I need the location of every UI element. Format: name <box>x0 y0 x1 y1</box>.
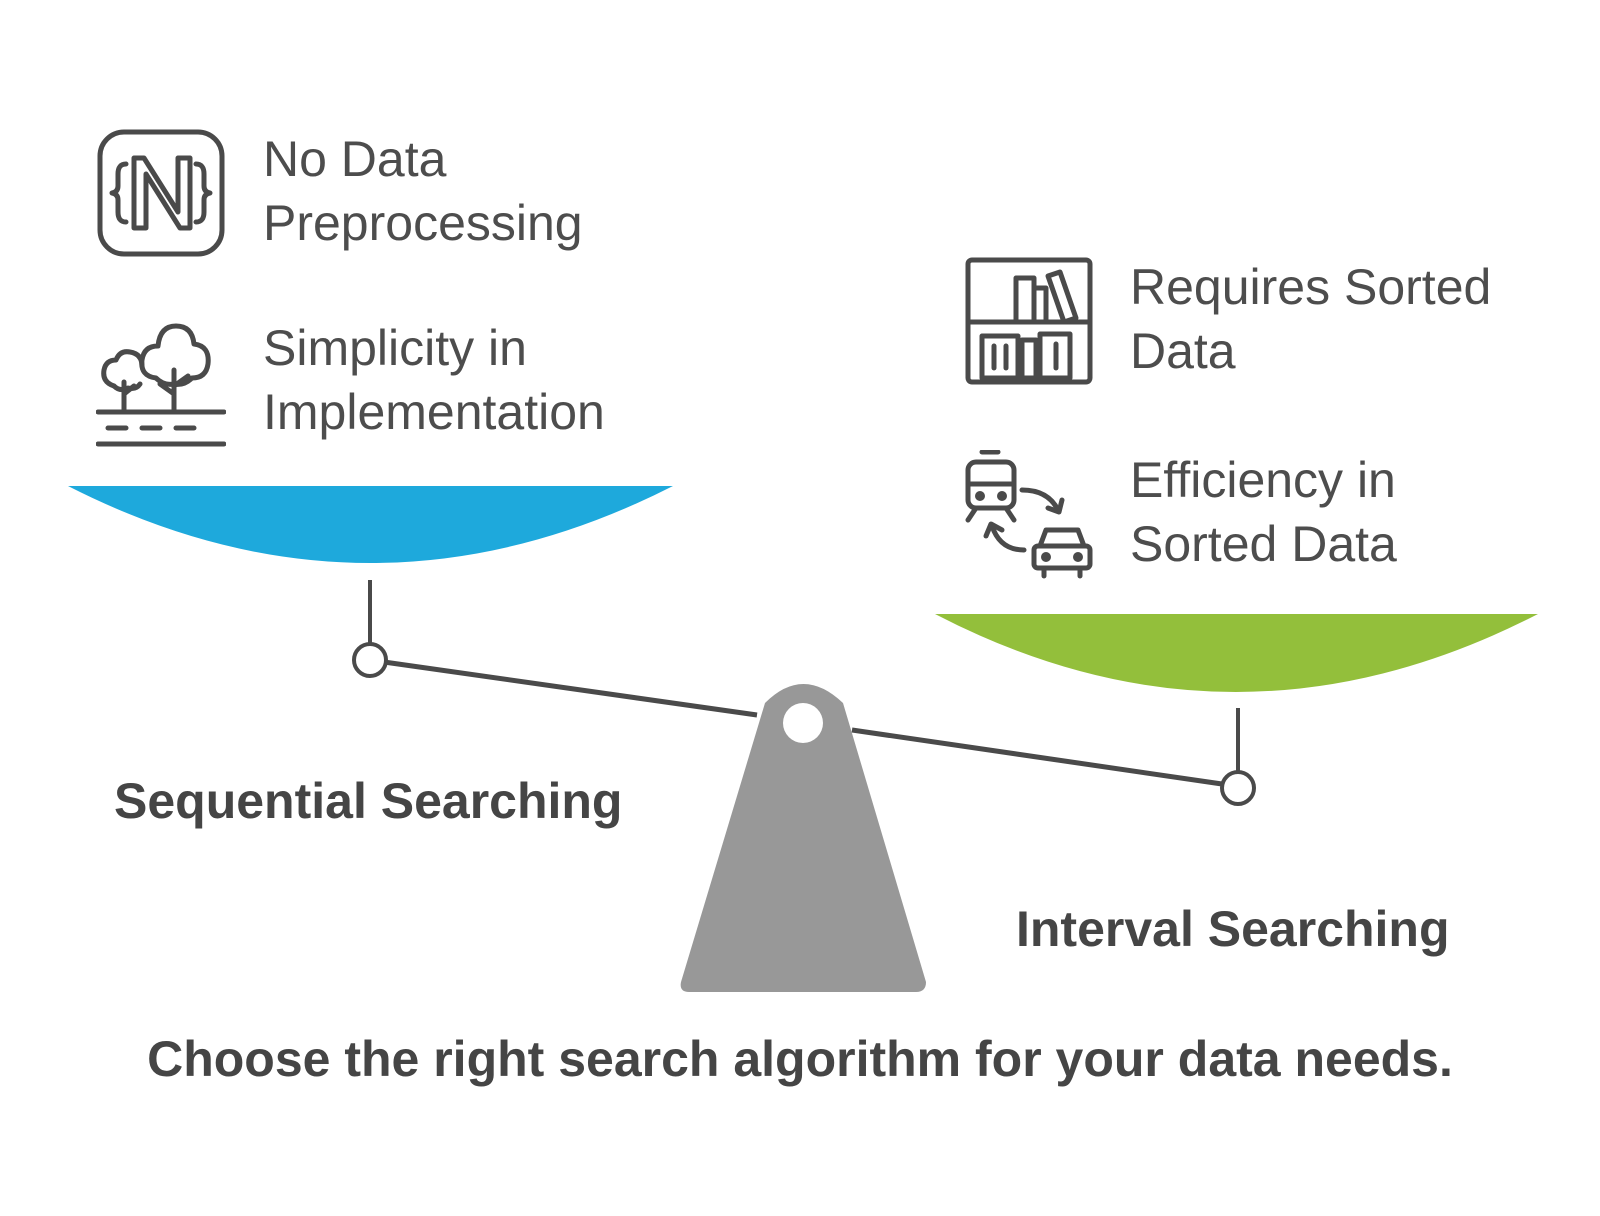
right-pan <box>935 614 1538 692</box>
feature-no-preprocessing: No Data Preprocessing <box>263 127 583 255</box>
caption: Choose the right search algorithm for yo… <box>147 1031 1453 1087</box>
pivot-hole <box>783 703 823 743</box>
beam-right <box>851 727 1223 787</box>
feature-line: Implementation <box>263 384 605 440</box>
beam-left <box>383 659 758 718</box>
feature-simplicity: Simplicity in Implementation <box>263 316 605 444</box>
feature-line: No Data <box>263 131 447 187</box>
feature-requires-sorted: Requires Sorted Data <box>1130 255 1491 383</box>
feature-efficiency: Efficiency in Sorted Data <box>1130 448 1397 576</box>
trees-icon <box>96 320 226 450</box>
interval-searching-label: Interval Searching <box>1016 901 1450 957</box>
sequential-searching-label: Sequential Searching <box>114 773 623 829</box>
feature-line: Sorted Data <box>1130 516 1397 572</box>
train-car-exchange-icon <box>964 450 1094 580</box>
right-hinge <box>1220 770 1256 806</box>
feature-line: Data <box>1130 323 1236 379</box>
feature-line: Simplicity in <box>263 320 527 376</box>
bookshelf-icon <box>964 256 1094 386</box>
feature-line: Preprocessing <box>263 195 583 251</box>
code-n-icon <box>96 128 226 258</box>
left-pan <box>68 486 673 563</box>
left-hinge <box>352 642 388 678</box>
feature-line: Efficiency in <box>1130 452 1396 508</box>
feature-line: Requires Sorted <box>1130 259 1492 315</box>
fulcrum <box>680 684 926 992</box>
